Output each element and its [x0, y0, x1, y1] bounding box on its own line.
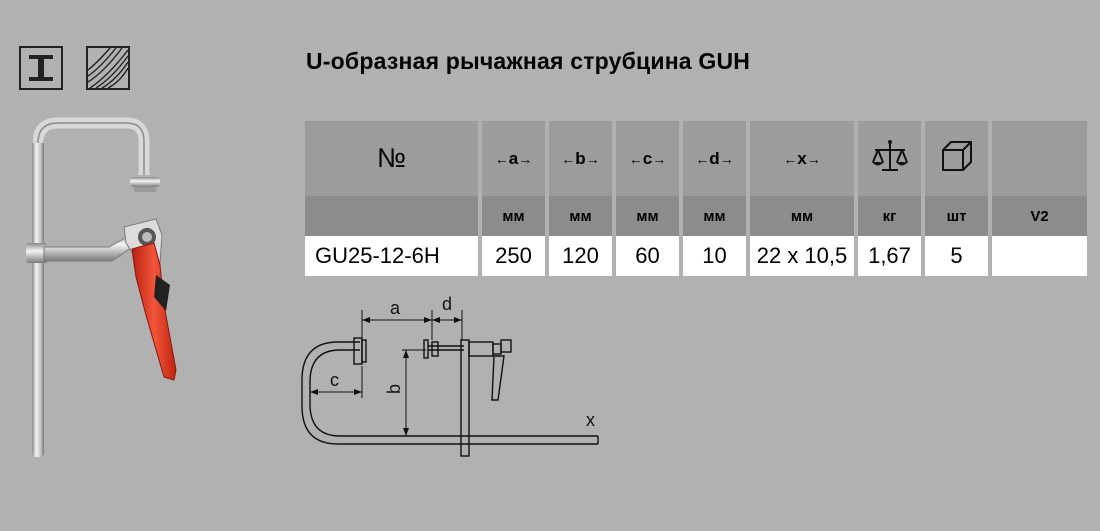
unit-b: мм	[547, 196, 616, 236]
table-row: GU25-12-6H 250 120 60 10 22 x 10,5 1,67 …	[305, 236, 1087, 276]
cell-pack: 5	[923, 236, 992, 276]
label-d: d	[442, 294, 452, 314]
header-b: ←b→	[547, 121, 616, 196]
cell-d: 10	[681, 236, 750, 276]
dimension-drawing: a d c b x	[301, 294, 599, 457]
header-d: ←d→	[681, 121, 750, 196]
unit-weight: кг	[856, 196, 925, 236]
cell-b: 120	[547, 236, 616, 276]
unit-d: мм	[681, 196, 750, 236]
wood-grain-icon	[86, 46, 130, 90]
cell-x: 22 x 10,5	[748, 236, 858, 276]
unit-extra: V2	[990, 196, 1087, 236]
label-x: x	[586, 410, 595, 430]
header-weight	[856, 121, 925, 196]
steel-beam-icon	[19, 46, 63, 90]
header-number: №	[305, 121, 482, 196]
unit-c: мм	[614, 196, 683, 236]
cell-c: 60	[614, 236, 683, 276]
cell-article-number: GU25-12-6H	[305, 236, 482, 276]
unit-pack: шт	[923, 196, 992, 236]
label-c: c	[330, 370, 339, 390]
header-a: ←a→	[480, 121, 549, 196]
cell-weight: 1,67	[856, 236, 925, 276]
unit-a: мм	[480, 196, 549, 236]
table-units-row: мм мм мм мм мм кг шт V2	[305, 196, 1087, 236]
unit-x: мм	[748, 196, 858, 236]
header-pack	[923, 121, 992, 196]
header-x: ←x→	[748, 121, 858, 196]
scale-icon	[871, 140, 908, 171]
label-a: a	[390, 298, 401, 318]
header-c: ←c→	[614, 121, 683, 196]
spec-table: № ←a→ ←b→ ←c→ ←d→ ←x→	[305, 121, 1087, 276]
cell-extra	[990, 236, 1087, 276]
cell-a: 250	[480, 236, 549, 276]
box-icon	[941, 141, 972, 171]
label-b: b	[384, 384, 404, 394]
header-extra	[990, 121, 1087, 196]
table-header-row: № ←a→ ←b→ ←c→ ←d→ ←x→	[305, 121, 1087, 196]
clamp-photo	[26, 117, 177, 457]
unit-number	[305, 196, 482, 236]
page-title: U-образная рычажная струбцина GUH	[306, 48, 751, 74]
